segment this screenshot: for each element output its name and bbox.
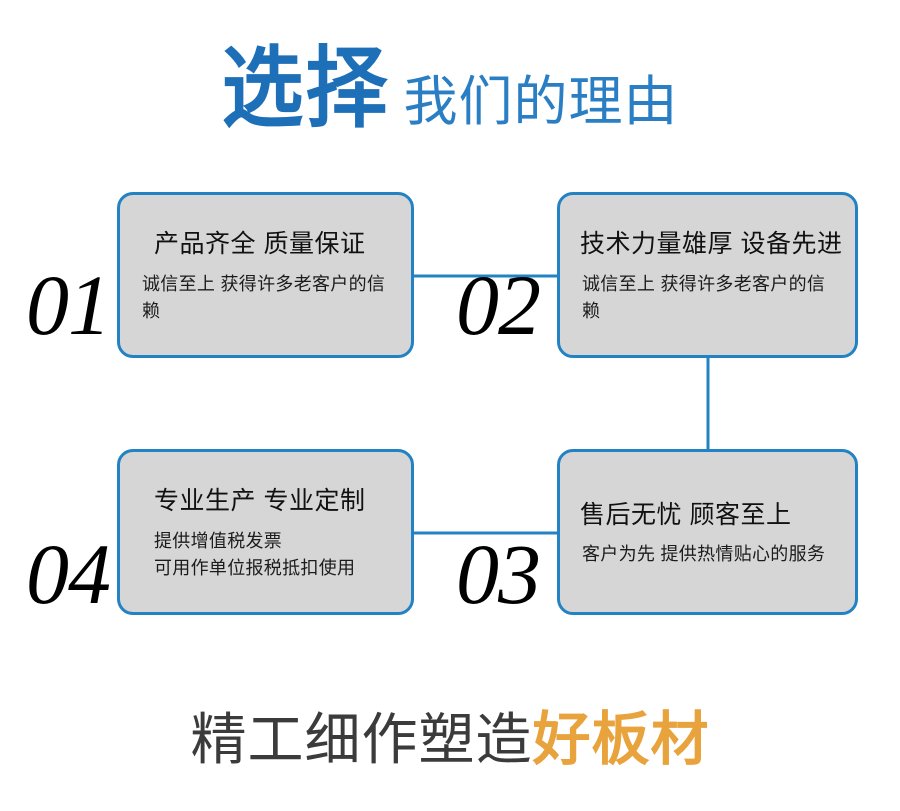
feature-card-04-body: 提供增值税发票可用作单位报税抵扣使用 bbox=[154, 530, 356, 578]
feature-card-04[interactable]: 专业生产 专业定制 提供增值税发票可用作单位报税抵扣使用 bbox=[117, 449, 414, 615]
feature-card-01-body: 诚信至上 获得许多老客户的信赖 bbox=[142, 273, 386, 321]
feature-card-03[interactable]: 售后无忧 顾客至上 客户为先 提供热情贴心的服务 bbox=[557, 449, 858, 615]
page-title-strong: 选择 bbox=[221, 40, 390, 139]
feature-card-02-body: 诚信至上 获得许多老客户的信赖 bbox=[582, 273, 826, 321]
feature-card-02[interactable]: 技术力量雄厚 设备先进 诚信至上 获得许多老客户的信赖 bbox=[557, 192, 858, 358]
footer-slogan-main: 精工细作塑造 bbox=[190, 708, 533, 771]
footer-slogan-accent: 好板材 bbox=[532, 707, 710, 772]
feature-card-04-title: 专业生产 专业定制 bbox=[154, 487, 366, 516]
page-title: 选择 我们的理由 bbox=[0, 45, 900, 162]
feature-card-03-body: 客户为先 提供热情贴心的服务 bbox=[582, 544, 826, 565]
step-number-01: 01 bbox=[26, 257, 111, 353]
feature-card-02-title: 技术力量雄厚 设备先进 bbox=[580, 230, 843, 259]
footer-slogan: 精工细作塑造 好板材 bbox=[0, 700, 900, 780]
step-number-02: 02 bbox=[456, 257, 541, 353]
step-number-04: 04 bbox=[26, 526, 111, 622]
page-title-light: 我们的理由 bbox=[403, 72, 679, 132]
feature-card-01[interactable]: 产品齐全 质量保证 诚信至上 获得许多老客户的信赖 bbox=[117, 192, 414, 358]
step-number-03: 03 bbox=[456, 526, 541, 622]
feature-card-03-title: 售后无忧 顾客至上 bbox=[580, 500, 792, 529]
feature-card-01-title: 产品齐全 质量保证 bbox=[154, 230, 366, 259]
